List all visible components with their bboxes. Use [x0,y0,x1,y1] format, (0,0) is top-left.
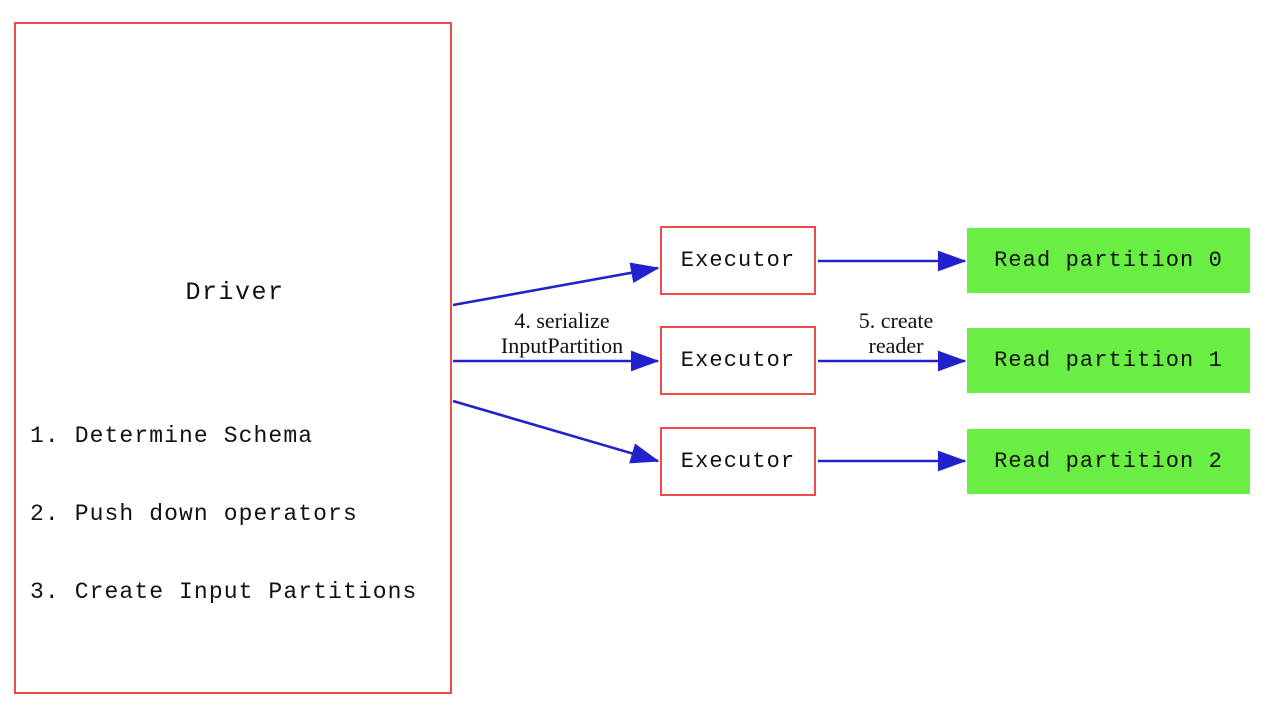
executor-label-1: Executor [680,348,796,373]
driver-title: Driver [185,278,285,307]
edge-label-serialize-line1: 4. serialize [514,308,610,333]
driver-step-2: 2. Push down operators [30,501,358,527]
edge-label-create-reader-line2: reader [868,333,924,358]
read-partition-label-0: Read partition 0 [994,248,1223,273]
executor-label-0: Executor [680,248,796,273]
edge-label-serialize-line2: InputPartition [500,333,624,358]
edge-label-serialize: 4. serialize InputPartition [462,308,662,358]
read-partition-box-1: Read partition 1 [967,328,1250,393]
driver-steps-list: 1. Determine Schema 2. Push down operato… [30,371,450,657]
executor-box-1: Executor [660,326,816,395]
driver-step-1: 1. Determine Schema [30,423,314,449]
read-partition-label-1: Read partition 1 [994,348,1223,373]
executor-box-0: Executor [660,226,816,295]
executor-box-2: Executor [660,427,816,496]
driver-box: Driver 1. Determine Schema 2. Push down … [14,22,452,694]
read-partition-box-0: Read partition 0 [967,228,1250,293]
edge-label-create-reader: 5. create reader [828,308,964,358]
read-partition-box-2: Read partition 2 [967,429,1250,494]
edge-label-create-reader-line1: 5. create [858,308,934,333]
driver-step-3: 3. Create Input Partitions [30,579,418,605]
read-partition-label-2: Read partition 2 [994,449,1223,474]
driver-to-executor-2 [452,399,660,464]
driver-to-executor-0 [452,262,660,307]
executor-label-2: Executor [680,449,796,474]
